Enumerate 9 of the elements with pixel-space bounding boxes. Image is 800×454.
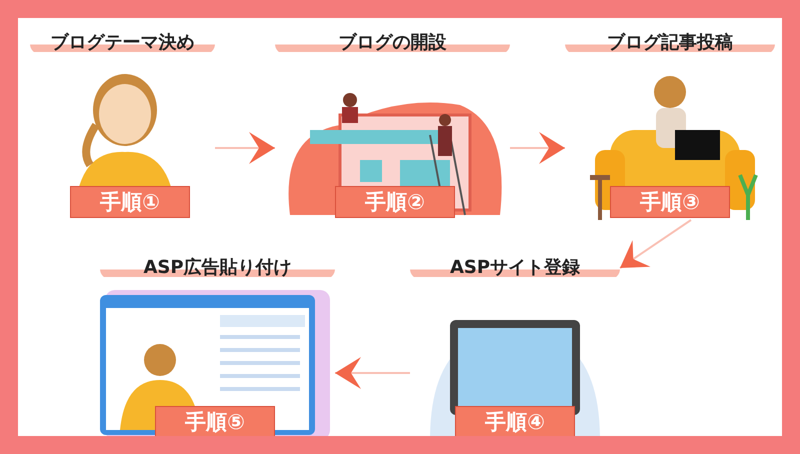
step-heading: ブログの開設 xyxy=(275,30,510,54)
chevron-arrow xyxy=(510,132,565,164)
chevron-arrow xyxy=(215,132,275,164)
step-heading: ASPサイト登録 xyxy=(410,255,620,279)
chevron-arrow xyxy=(335,357,410,389)
step-heading: ASP広告貼り付け xyxy=(100,255,335,279)
step-heading: ブログテーマ決め xyxy=(30,30,215,54)
step-heading: ブログ記事投稿 xyxy=(565,30,775,54)
chevron-arrow xyxy=(619,219,692,269)
